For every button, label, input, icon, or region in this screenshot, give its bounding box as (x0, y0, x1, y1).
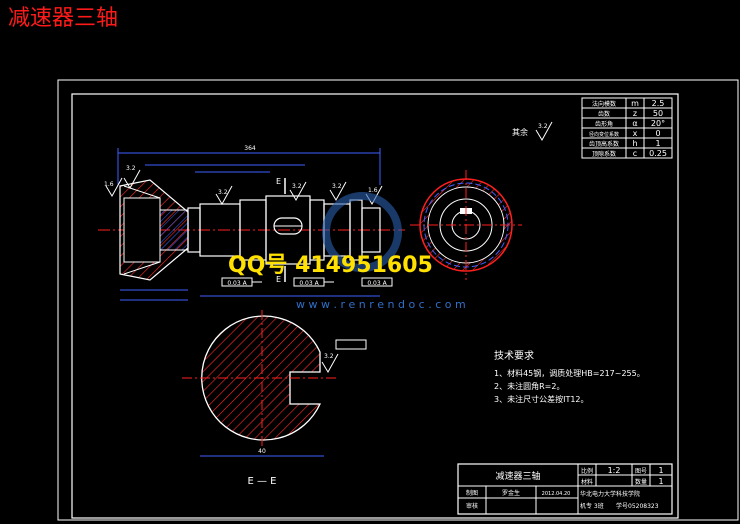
svg-text:E: E (276, 275, 281, 284)
svg-text:3.2: 3.2 (218, 189, 228, 196)
svg-text:图号: 图号 (635, 468, 647, 475)
param-value: 20° (651, 119, 665, 128)
svg-text:数量: 数量 (635, 478, 647, 486)
svg-text:制图: 制图 (466, 489, 478, 497)
watermark: QQ号 414951605 w w w . r e n r e n d o c … (228, 192, 466, 311)
svg-text:1: 1 (658, 466, 663, 475)
tolerance-frames: 0.03 A 0.03 A 0.03 A (221, 277, 393, 287)
svg-text:0.03 A: 0.03 A (299, 280, 319, 287)
param-value: 0 (655, 129, 660, 138)
requirements-heading: 技术要求 (494, 349, 534, 362)
section-view-label: E — E (248, 476, 277, 487)
svg-text:0.03 A: 0.03 A (227, 280, 247, 287)
svg-text:学号05208323: 学号05208323 (616, 502, 659, 510)
requirement-item: 3、未注尺寸公差按IT12。 (494, 394, 589, 404)
svg-text:比例: 比例 (581, 467, 593, 475)
param-value: 0.25 (649, 149, 667, 158)
param-name: 齿顶高系数 (589, 140, 619, 148)
svg-text:罗金生: 罗金生 (502, 489, 520, 497)
svg-text:3.2: 3.2 (126, 165, 136, 172)
watermark-qq: QQ号 414951605 (228, 253, 433, 278)
params-table: 法向模数 m 2.5 齿数 z 50 齿形角 α 20° 径向变位系数 x 0 … (581, 97, 673, 159)
overall-length-dimension: 364 (117, 145, 381, 185)
section-e-e: 40 3.2 E — E (182, 310, 367, 487)
svg-text:E: E (276, 177, 281, 186)
svg-text:材料: 材料 (581, 478, 593, 486)
bottom-dimensions (120, 289, 380, 301)
param-name: 径向变位系数 (589, 131, 619, 138)
watermark-site: w w w . r e n r e n d o c . c o m (296, 298, 466, 311)
param-value: 2.5 (652, 99, 665, 108)
param-value: 50 (653, 109, 663, 118)
svg-text:审核: 审核 (466, 502, 478, 510)
rest-roughness-note: 其余 3.2 (512, 121, 553, 141)
shaft-profile (187, 195, 381, 265)
param-symbol: c (633, 149, 637, 158)
param-name: 齿形角 (595, 120, 613, 128)
svg-text:364: 364 (244, 145, 256, 152)
svg-text:1:2: 1:2 (608, 466, 621, 475)
gear-section (119, 179, 189, 281)
svg-text:2012.04.20: 2012.04.20 (542, 491, 571, 497)
requirement-item: 2、未注圆角R=2。 (494, 381, 564, 391)
param-symbol: h (632, 139, 637, 148)
param-symbol: m (631, 99, 639, 108)
page-title: 减速器三轴 (8, 6, 119, 31)
drawing-name: 减速器三轴 (495, 470, 540, 482)
requirement-item: 1、材料45钢，调质处理HB=217~255。 (494, 368, 645, 378)
title-block: 减速器三轴 比例 1:2 图号 1 材料 数量 1 华北电力大学科技学院 机专 … (457, 463, 673, 515)
svg-text:3.2: 3.2 (538, 123, 548, 130)
param-symbol: x (633, 129, 638, 138)
svg-text:其余: 其余 (512, 127, 528, 137)
svg-text:1.6: 1.6 (104, 181, 114, 188)
svg-text:3.2: 3.2 (332, 183, 342, 190)
param-name: 法向模数 (592, 100, 616, 108)
svg-text:40: 40 (258, 448, 266, 455)
section-cut-marks: E E (276, 177, 286, 284)
param-symbol: α (632, 119, 637, 128)
svg-text:0.03 A: 0.03 A (367, 280, 387, 287)
svg-text:3.2: 3.2 (324, 353, 334, 360)
gear-end-view (410, 170, 522, 280)
param-symbol: z (633, 109, 637, 118)
svg-text:3.2: 3.2 (292, 183, 302, 190)
svg-text:1: 1 (658, 477, 663, 486)
svg-text:1.6: 1.6 (368, 187, 378, 194)
param-value: 1 (655, 139, 660, 148)
inner-frame (71, 93, 679, 519)
svg-text:机专 3班: 机专 3班 (580, 502, 604, 510)
outer-frame (57, 79, 739, 521)
technical-requirements: 技术要求 1、材料45钢，调质处理HB=217~255。 2、未注圆角R=2。 … (494, 349, 645, 404)
param-name: 顶隙系数 (592, 150, 616, 158)
param-name: 齿数 (598, 110, 610, 118)
school-name: 华北电力大学科技学院 (580, 490, 640, 498)
